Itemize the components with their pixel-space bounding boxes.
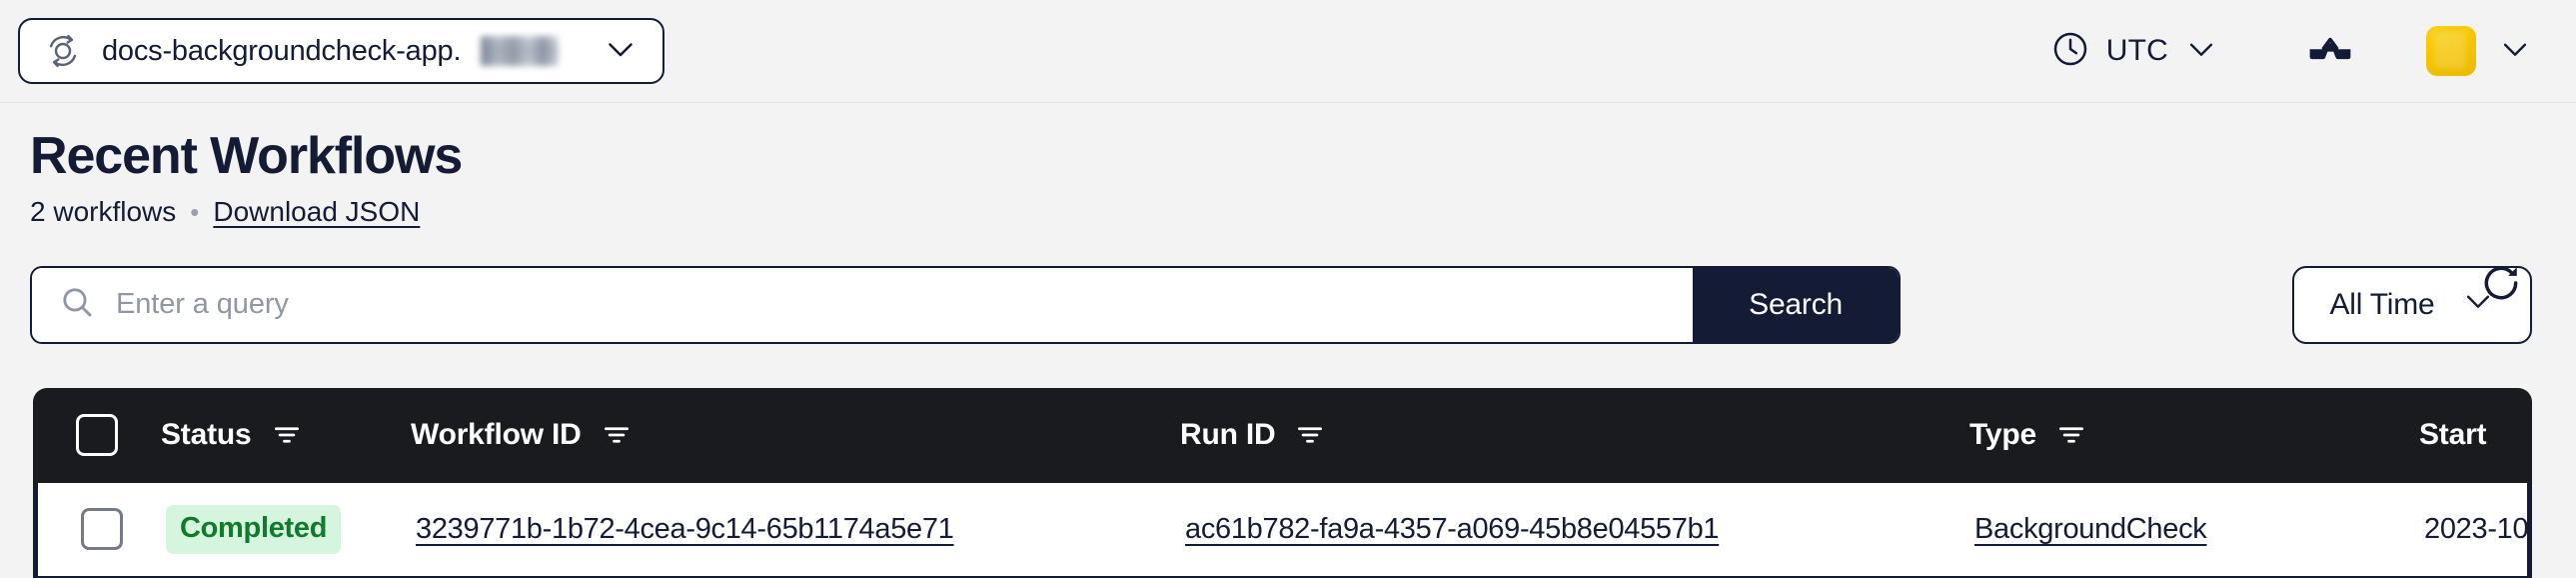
cell-run-id: ac61b782-fa9a-4357-a069-45b8e04557b1: [1185, 513, 1974, 546]
column-header-run-id[interactable]: Run ID: [1180, 418, 1969, 452]
time-range-label: All Time: [2329, 287, 2435, 321]
workflows-table: Status Workflow ID: [33, 387, 2532, 578]
timezone-selector[interactable]: UTC: [2036, 19, 2232, 84]
time-range-select[interactable]: All Time: [2292, 265, 2532, 344]
page-subtitle: 2 workflows • Download JSON: [30, 195, 462, 227]
run-id-link[interactable]: ac61b782-fa9a-4357-a069-45b8e04557b1: [1185, 512, 1720, 545]
user-menu[interactable]: [2426, 26, 2532, 76]
chevron-down-icon: [2184, 32, 2218, 71]
search-button[interactable]: Search: [1693, 267, 1899, 342]
filter-icon[interactable]: [272, 420, 302, 450]
column-header-type[interactable]: Type: [1969, 418, 2419, 452]
filter-icon[interactable]: [1295, 420, 1325, 450]
namespace-selector[interactable]: docs-backgroundcheck-app.: [18, 18, 665, 84]
cell-start: 2023-10-02 UTC: [2424, 513, 2532, 546]
refresh-icon: [2479, 261, 2523, 310]
filter-icon[interactable]: [602, 420, 632, 450]
column-label-run-id: Run ID: [1180, 418, 1276, 452]
row-checkbox[interactable]: [81, 508, 123, 551]
start-time-text: 2023-10-02 UTC: [2424, 512, 2532, 545]
search-bar: Search: [30, 265, 1901, 344]
column-header-status[interactable]: Status: [161, 418, 411, 452]
timezone-label: UTC: [2105, 34, 2168, 67]
cell-workflow-id: 3239771b-1b72-4cea-9c14-65b1174a5e71: [416, 513, 1185, 546]
column-header-workflow-id[interactable]: Workflow ID: [411, 418, 1180, 452]
cell-status: Completed: [166, 504, 416, 554]
select-all-cell: [33, 414, 161, 457]
table-row[interactable]: Completed 3239771b-1b72-4cea-9c14-65b117…: [33, 482, 2532, 576]
topbar-actions: UTC: [2036, 19, 2576, 84]
subtitle-separator: •: [190, 196, 200, 227]
cell-type: BackgroundCheck: [1974, 513, 2424, 546]
chevron-down-icon: [2498, 32, 2532, 71]
download-json-link[interactable]: Download JSON: [213, 195, 421, 227]
glasses-button[interactable]: [2292, 21, 2368, 81]
page-header: Recent Workflows 2 workflows • Download …: [30, 103, 2532, 226]
page-title: Recent Workflows: [30, 127, 463, 185]
namespace-label: docs-backgroundcheck-app.: [102, 34, 462, 67]
search-icon: [58, 283, 96, 326]
clock-icon: [2050, 29, 2090, 74]
column-label-status: Status: [161, 418, 252, 452]
page-content: Recent Workflows 2 workflows • Download …: [0, 103, 2576, 578]
temporal-namespace-icon: [42, 30, 84, 72]
namespace-redacted-region: [481, 36, 560, 66]
search-row: Search All Time: [30, 265, 2532, 344]
column-label-workflow-id: Workflow ID: [411, 418, 582, 452]
avatar: [2426, 26, 2476, 76]
row-select-cell: [38, 508, 166, 551]
search-input[interactable]: [116, 288, 1694, 322]
column-label-type: Type: [1969, 418, 2036, 452]
search-field[interactable]: [32, 267, 1694, 342]
select-all-checkbox[interactable]: [76, 414, 118, 457]
chevron-down-icon: [2461, 284, 2495, 326]
workflow-id-link[interactable]: 3239771b-1b72-4cea-9c14-65b1174a5e71: [416, 512, 954, 545]
status-badge: Completed: [166, 504, 342, 554]
top-navigation-bar: docs-backgroundcheck-app. UTC: [0, 0, 2576, 103]
column-header-start[interactable]: Start: [2419, 418, 2532, 452]
filter-icon[interactable]: [2056, 420, 2086, 450]
glasses-icon: [2304, 23, 2356, 80]
refresh-button[interactable]: [2474, 258, 2528, 312]
workflow-type-link[interactable]: BackgroundCheck: [1974, 512, 2207, 545]
chevron-down-icon: [603, 31, 639, 72]
table-header-row: Status Workflow ID: [33, 387, 2532, 483]
workflow-count: 2 workflows: [30, 195, 177, 227]
column-label-start: Start: [2419, 418, 2487, 452]
